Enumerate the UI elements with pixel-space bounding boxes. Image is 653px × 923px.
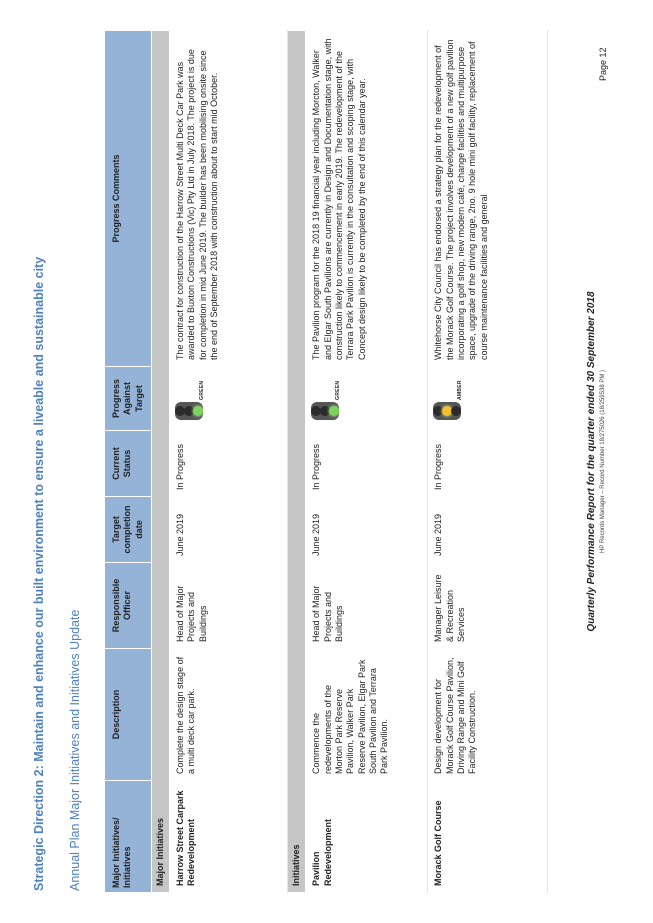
rating-label: GREEN [335, 380, 342, 400]
target-date: June 2019 [169, 496, 288, 563]
header-initiative: Major Initiatives/ Initiatives [104, 780, 152, 893]
report-title-footer: Quarterly Performance Report for the qua… [586, 291, 597, 632]
progress-comments: The contract for construction of the Har… [169, 30, 288, 367]
table-header-row: Major Initiatives/ Initiatives Descripti… [104, 30, 152, 893]
progress-rating: GREEN [169, 366, 288, 431]
responsible-officer: Manager Leisure & Recreation Services [427, 562, 548, 649]
initiative-description: Design development for Morack Golf Cours… [427, 648, 548, 781]
header-progress: Progress Against Target [104, 366, 152, 431]
rating-label: GREEN [199, 380, 206, 400]
rating-label: AMBER [457, 380, 464, 400]
responsible-officer: Head of Major Projects and Buildings [305, 562, 428, 649]
table-row: Harrow Street Carpark Redevelopment Comp… [169, 30, 288, 893]
traffic-light-icon [433, 402, 462, 420]
current-status: In Progress [305, 430, 428, 497]
section-subheading: Annual Plan Major Initiatives and Initia… [68, 609, 82, 891]
table-row: Morack Golf Course Design development fo… [427, 30, 548, 893]
strategic-direction-heading: Strategic Direction 2: Maintain and enha… [32, 256, 46, 891]
initiatives-table: Major Initiatives/ Initiatives Descripti… [104, 30, 548, 893]
traffic-light-icon [175, 402, 204, 420]
band-label: Initiatives [287, 30, 306, 893]
band-initiatives: Initiatives [287, 30, 306, 893]
header-status: Current Status [104, 430, 152, 497]
responsible-officer: Head of Major Projects and Buildings [169, 562, 288, 649]
target-date: June 2019 [427, 496, 548, 563]
current-status: In Progress [169, 430, 288, 497]
page-number: Page 12 [598, 47, 608, 81]
traffic-light-icon [311, 402, 340, 420]
progress-rating: AMBER [427, 366, 548, 431]
progress-rating: GREEN [305, 366, 428, 431]
table-row: Pavilion Redevelopment Commence the rede… [305, 30, 428, 893]
header-officer: Responsible Officer [104, 562, 152, 649]
header-comments: Progress Comments [104, 30, 152, 367]
record-number-footer: HP Records Manager – Record Number 18/27… [600, 370, 606, 553]
progress-comments: The Pavilion program for the 2018 19 fin… [305, 30, 428, 367]
current-status: In Progress [427, 430, 548, 497]
progress-comments: Whitehorse City Council has endorsed a s… [427, 30, 548, 367]
band-label: Major Initiatives [151, 30, 170, 893]
band-major-initiatives: Major Initiatives [151, 30, 170, 893]
initiative-name: Morack Golf Course [427, 780, 548, 893]
initiative-description: Complete the design stage of a multi dec… [169, 648, 288, 781]
initiative-name: Pavilion Redevelopment [305, 780, 428, 893]
header-description: Description [104, 648, 152, 781]
target-date: June 2019 [305, 496, 428, 563]
initiative-name: Harrow Street Carpark Redevelopment [169, 780, 288, 893]
initiative-description: Commence the redevelopments of the Morto… [305, 648, 428, 781]
header-target: Target completion date [104, 496, 152, 563]
